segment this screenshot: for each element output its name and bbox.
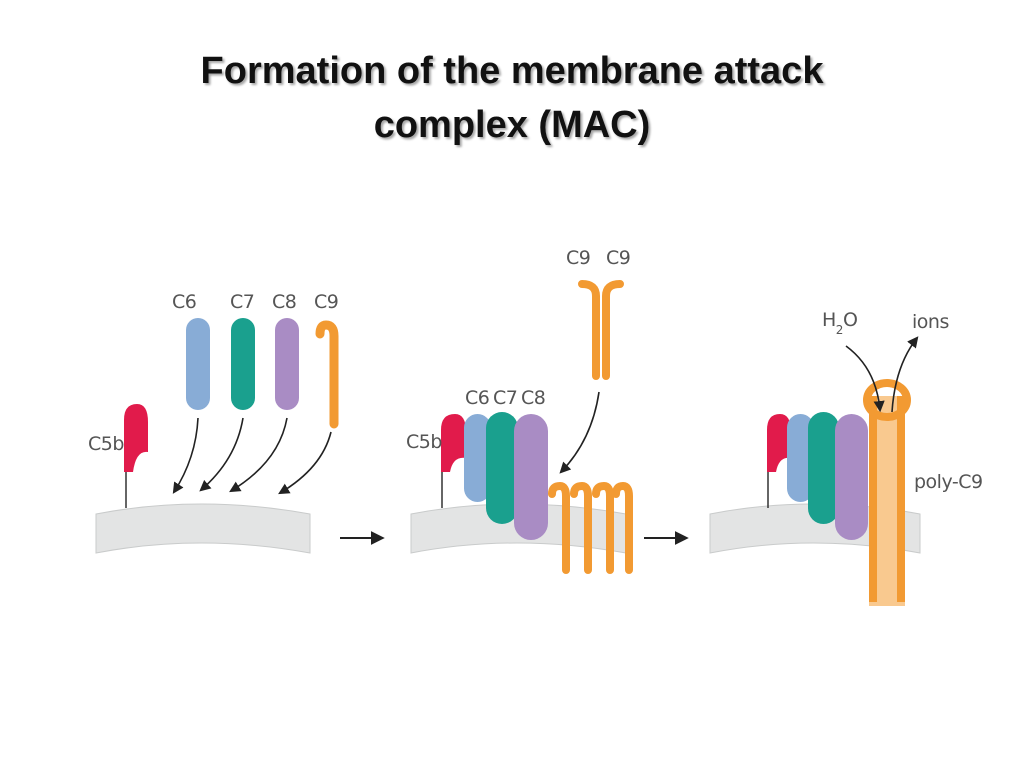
c7-shape-3 <box>808 412 839 524</box>
arrow-c8 <box>229 417 288 493</box>
arrow-c9-insert <box>559 391 600 474</box>
label-c8-2: C8 <box>521 387 545 409</box>
panel-2: C5b C6 C7 C8 C9 C9 <box>406 247 633 574</box>
slide-title: Formation of the membrane attack complex… <box>0 44 1024 152</box>
c9-shape <box>315 320 339 429</box>
c9-inserted-2 <box>570 481 592 574</box>
c5b-shape-3 <box>767 414 791 472</box>
c9-free-left <box>578 280 600 380</box>
label-poly-c9: poly-C9 <box>914 471 983 493</box>
arrow-h2o <box>845 345 885 413</box>
c9-inserted-1 <box>548 481 570 574</box>
c9-free-right <box>602 280 624 380</box>
label-c5b-1: C5b <box>88 433 124 455</box>
c6-shape <box>186 318 210 410</box>
c6-shape-3 <box>787 414 814 502</box>
arrow-c9 <box>278 431 332 495</box>
pore-rim <box>863 379 911 421</box>
c7-shape <box>231 318 255 410</box>
label-h2o: H2O <box>822 309 857 337</box>
title-line-1: Formation of the membrane attack <box>200 50 824 92</box>
label-c9-left-2: C9 <box>566 247 590 269</box>
label-c5b-2: C5b <box>406 431 442 453</box>
label-c7-1: C7 <box>230 291 254 313</box>
membrane-1 <box>95 503 311 554</box>
c8-shape <box>275 318 299 410</box>
panel-3: H2O ions poly-C9 <box>709 309 983 606</box>
label-ions: ions <box>912 311 949 333</box>
c6-shape-2 <box>464 414 491 502</box>
c9-inserted-4 <box>612 481 633 574</box>
arrow-c7 <box>199 417 244 492</box>
c5b-shape <box>124 404 148 472</box>
label-c6-1: C6 <box>172 291 196 313</box>
title-line-2: complex (MAC) <box>373 104 651 146</box>
label-c6-2: C6 <box>465 387 489 409</box>
label-c7-2: C7 <box>493 387 517 409</box>
arrow-ions <box>891 336 919 413</box>
label-c8-1: C8 <box>272 291 296 313</box>
label-c9-right-2: C9 <box>606 247 630 269</box>
panel-1: C5b C6 C7 C8 C9 <box>88 291 339 554</box>
c9-inserted-3 <box>592 481 614 574</box>
arrow-c6 <box>172 417 199 494</box>
label-c9-1: C9 <box>314 291 338 313</box>
c7-shape-2 <box>486 412 518 524</box>
c5b-shape-2 <box>441 414 466 472</box>
c8-shape-2 <box>514 414 548 540</box>
c8-shape-3 <box>835 414 868 540</box>
